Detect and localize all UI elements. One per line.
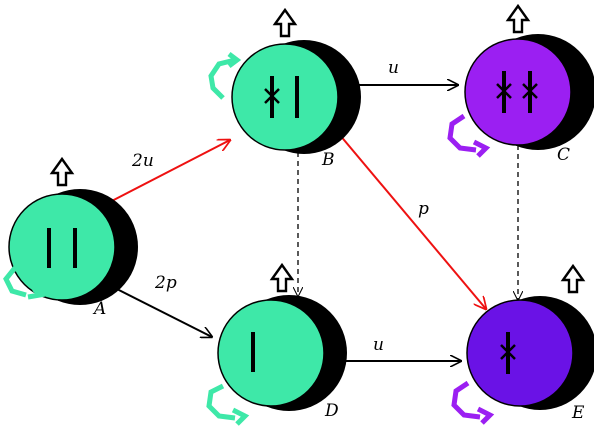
node-body xyxy=(466,299,574,407)
node-label-a: A xyxy=(92,299,106,319)
node-label-c: C xyxy=(557,145,570,165)
node-e: E xyxy=(451,263,594,425)
self-loop-icon xyxy=(447,113,491,158)
crossed-bar-mark xyxy=(500,344,516,360)
up-arrow-icon xyxy=(272,7,298,38)
edge-b-e xyxy=(333,127,486,309)
up-arrow-icon xyxy=(269,262,295,293)
self-loop-icon xyxy=(206,383,250,426)
up-arrow-icon xyxy=(505,3,531,34)
crossed-bar-mark xyxy=(522,83,538,99)
node-b: B xyxy=(208,7,361,170)
edge-label-a-b: 2u xyxy=(131,151,154,171)
edge-a-b xyxy=(103,140,230,206)
node-body xyxy=(464,38,572,146)
self-loop-icon xyxy=(208,52,242,100)
node-body xyxy=(217,299,325,407)
edge-label-a-d: 2p xyxy=(154,273,177,293)
node-label-b: B xyxy=(321,150,335,170)
edge-a-d xyxy=(110,285,212,337)
crossed-bar-mark xyxy=(496,83,512,99)
node-label-e: E xyxy=(571,403,585,423)
up-arrow-icon xyxy=(49,156,75,187)
node-body xyxy=(8,193,116,301)
self-loop-icon xyxy=(451,380,495,425)
node-label-d: D xyxy=(324,401,339,421)
node-c: C xyxy=(447,3,594,165)
node-d: D xyxy=(206,262,347,426)
edge-label-d-e: u xyxy=(373,335,384,355)
edge-label-b-c: u xyxy=(388,58,399,78)
node-body xyxy=(231,43,339,151)
node-a: A xyxy=(3,156,138,319)
up-arrow-icon xyxy=(560,263,586,294)
crossed-bar-mark xyxy=(264,88,280,104)
self-loop-icon xyxy=(3,266,46,300)
edge-label-b-e: p xyxy=(418,199,429,219)
